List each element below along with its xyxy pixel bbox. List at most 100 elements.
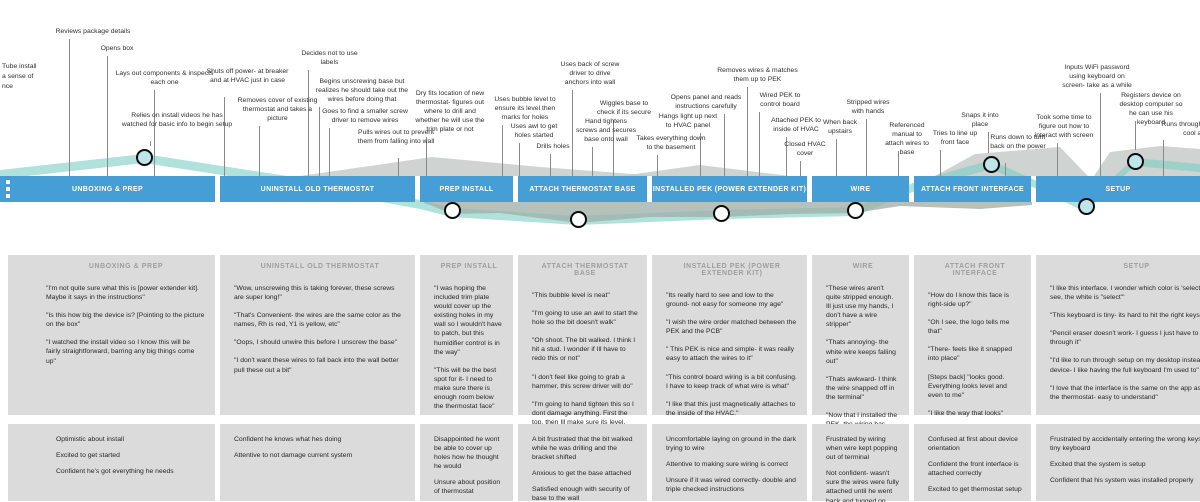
teal-ribbon: [0, 154, 1200, 225]
annotation-connector-line: [866, 119, 867, 176]
user-quote: "Thats awkward- I think the wire snapped…: [826, 375, 897, 401]
sentiment-marker: [846, 201, 864, 219]
annotation-connector-line: [502, 125, 503, 176]
quote-list: "This bubble level is neat""I'm going to…: [532, 291, 638, 436]
step-annotation: Closed HVAC cover: [784, 141, 826, 157]
user-quote: "This control board wiring is a bit conf…: [666, 373, 797, 390]
phase-label: UNINSTALL OLD THERMOSTAT: [260, 185, 375, 193]
step-annotation: When back upstairs: [822, 119, 857, 135]
annotation-connector-line: [1100, 93, 1101, 176]
phase-label: PREP INSTALL: [439, 185, 494, 193]
user-quote: "I wish the wire order matched between t…: [666, 319, 797, 336]
user-quote: "Pencil eraser doesn't work- I guess I j…: [1050, 330, 1200, 347]
annotation-connector-line: [988, 132, 989, 153]
user-quote: "I don't want these wires to fall back i…: [234, 357, 399, 374]
annotation-connector-line: [613, 120, 614, 176]
user-quote: "This keyboard is tiny- its hard to hit …: [1050, 312, 1200, 320]
sentiment-marker: [1126, 152, 1144, 170]
step-annotation: Reviews package details: [55, 28, 131, 35]
feeling-note: Frustrated by wiring when wire kept popp…: [826, 436, 898, 462]
feeling-note: Anxious to get the base attached: [532, 470, 632, 478]
annotation-connector-line: [1135, 121, 1136, 150]
user-quote: "I was hoping the included trim plate wo…: [434, 285, 502, 356]
feeling-note: Confident he's got everything he needs: [56, 468, 174, 476]
user-quote: "That's Convenient- the wires are the sa…: [234, 312, 401, 329]
annotation-connector-line: [426, 137, 427, 176]
step-annotation: Hangs light up next to HVAC panel: [658, 113, 718, 129]
annotation-connector-line: [1163, 140, 1164, 176]
quotes-cell: UNINSTALL OLD THERMOSTAT "Wow, unscrewin…: [220, 255, 415, 415]
feeling-note: Attentive to making sure wiring is corre…: [666, 461, 789, 469]
quotes-cell: WIRE "These wires aren't quite stripped …: [812, 255, 909, 437]
quote-list: "How do I know this face is right-side u…: [928, 291, 1022, 436]
step-annotation: Snaps it into place: [961, 112, 999, 128]
step-annotation: Stripped wires with hands: [846, 99, 890, 115]
step-annotation: Runs through the heat, cool and: [1161, 121, 1200, 137]
annotation-connector-line: [592, 147, 593, 176]
step-annotation: Uses awl to get holes started: [510, 123, 558, 139]
phase-bar-segment: ATTACH THERMOSTAT BASE: [518, 176, 647, 202]
user-quote: "This bubble level is neat": [532, 292, 610, 299]
feelings-cell: A bit frustrated that the bit walked whi…: [518, 424, 647, 502]
annotation-connector-line: [800, 161, 801, 176]
feeling-note: Excited to get started: [56, 452, 120, 460]
step-annotation: Inputs WiFi password using keyboard on s…: [1062, 64, 1132, 89]
annotation-connector-line: [308, 70, 309, 176]
user-quote: "How do I know this face is right-side u…: [928, 292, 1009, 309]
phase-label: UNBOXING & PREP: [72, 185, 143, 193]
user-quote: "I like the way that looks": [928, 409, 1004, 417]
feeling-note: Excited that the system is setup: [1050, 461, 1146, 469]
quote-list: "Wow, unscrewing this is taking forever,…: [234, 284, 406, 375]
phase-bar-segment: WIRE: [812, 176, 909, 202]
annotation-connector-line: [319, 107, 320, 176]
step-annotation: Uses bubble level to ensure its level th…: [494, 96, 556, 121]
feeling-note: Disappointed he wont be able to cover up…: [434, 436, 500, 471]
phase-bar-segment: UNBOXING & PREP: [0, 176, 215, 202]
feelings-cell: Confused at first about device orientati…: [914, 424, 1031, 501]
phase-bar-segment: ATTACH FRONT INTERFACE: [914, 176, 1031, 202]
quote-list: "I was hoping the included trim plate wo…: [434, 284, 504, 411]
user-quote: [Steps back] "looks good. Everything loo…: [928, 373, 1007, 399]
user-quote: "These wires aren't quite stripped enoug…: [826, 285, 894, 329]
sentiment-marker: [712, 204, 730, 222]
user-quote: "Oops, I should unwire this before I uns…: [234, 339, 398, 347]
annotation-connector-line: [329, 128, 330, 176]
annotation-connector-line: [69, 39, 70, 176]
user-quote: "I don't feel like going to grab a hamme…: [532, 373, 633, 390]
column-header: ATTACH THERMOSTAT BASE: [541, 263, 629, 277]
feelings-cell: Frustrated by accidentally entering the …: [1036, 424, 1200, 501]
user-quote: "Thats annoying- the white wire keeps fa…: [826, 339, 896, 365]
feeling-note: Optimistic about install: [56, 436, 124, 443]
annotation-connector-line: [398, 158, 399, 176]
step-annotation: Wired PEK to control board: [759, 92, 801, 108]
feelings-cell: Frustrated by wiring when wire kept popp…: [812, 424, 909, 502]
annotation-connector-line: [940, 150, 941, 176]
annotation-connector-line: [836, 139, 837, 176]
feeling-note: Attentive to not damage current system: [234, 452, 353, 460]
step-annotation: Tries to line up front face: [932, 130, 978, 146]
annotation-connector-line: [550, 154, 551, 176]
step-annotation: Lays out components & inspects each one: [115, 70, 214, 86]
user-quote: "I watched the install video so I know t…: [46, 339, 195, 365]
step-annotation: Registers device on desktop computer so …: [1119, 92, 1183, 126]
user-quote: "Is this how big the device is? [Pointin…: [46, 312, 205, 329]
sentiment-marker: [982, 155, 1000, 173]
sentiment-marker: [1077, 197, 1095, 215]
phase-label: ATTACH FRONT INTERFACE: [920, 185, 1025, 193]
user-quote: "I like that this just magnetically atta…: [666, 400, 796, 417]
feeling-note: Confused at first about device orientati…: [928, 436, 1018, 453]
phase-bar-segment: SETUP: [1036, 176, 1200, 202]
step-annotation: Wiggles base to check if its secure: [596, 100, 652, 116]
feeling-note: Unsure if it was wired correctly- double…: [666, 477, 796, 494]
step-annotation: Relies on install videos he has watched …: [121, 112, 233, 128]
feeling-note: Unsure about position of thermostat: [434, 479, 501, 496]
phase-label: WIRE: [850, 185, 871, 193]
user-quote: "Its really hard to see and low to the g…: [666, 292, 784, 309]
annotation-connector-line: [700, 133, 701, 176]
feeling-note: A bit frustrated that the bit walked whi…: [532, 436, 633, 462]
annotation-connector-line: [1005, 163, 1006, 176]
timeline-continuation-dashes: [6, 180, 10, 199]
step-annotation: Uses back of screw driver to drive ancho…: [560, 61, 620, 86]
